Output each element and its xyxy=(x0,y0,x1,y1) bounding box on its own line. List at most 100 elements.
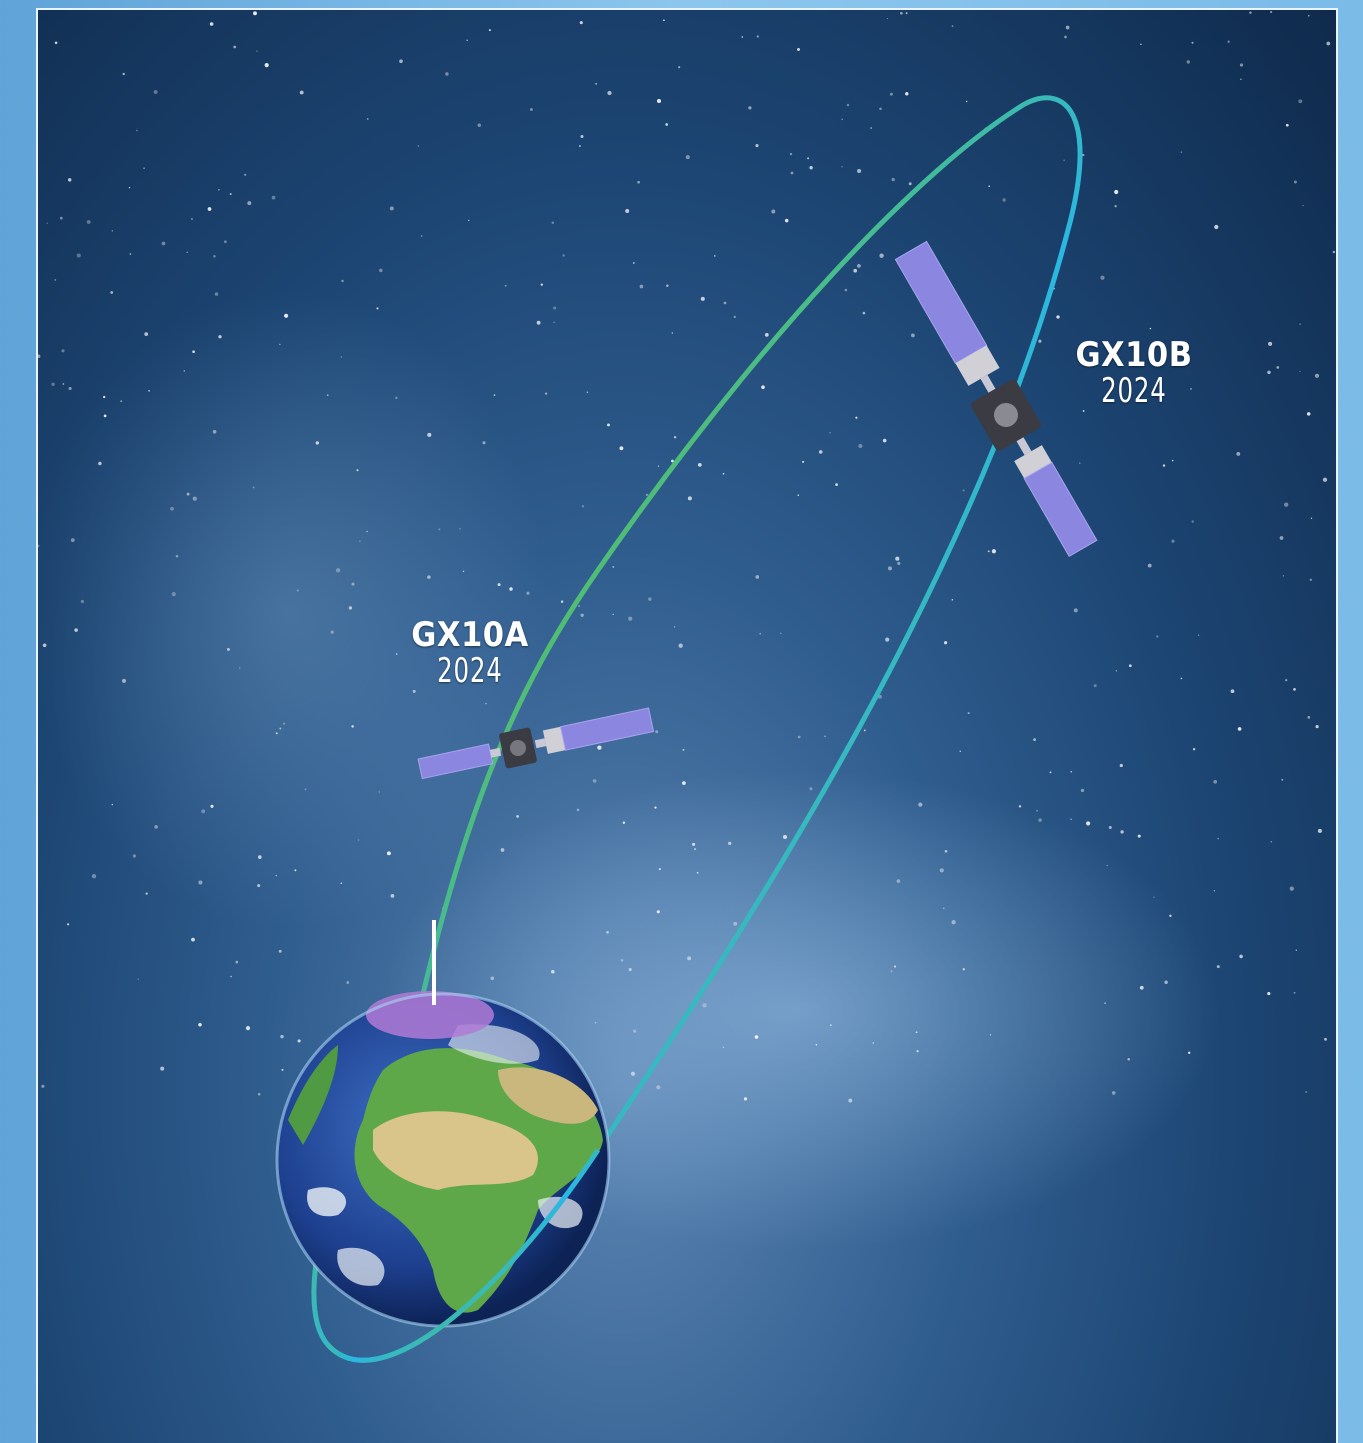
star xyxy=(1217,837,1220,840)
star xyxy=(879,253,884,258)
star xyxy=(38,544,40,548)
space-illustration: GX10A 2024 GX10B 2024 xyxy=(36,8,1338,1443)
star xyxy=(395,396,398,400)
star xyxy=(844,288,848,292)
star xyxy=(1332,250,1336,254)
star xyxy=(1308,14,1310,17)
star xyxy=(213,254,216,258)
star xyxy=(578,605,581,607)
star xyxy=(526,591,530,595)
star xyxy=(62,383,65,385)
star xyxy=(594,1021,597,1024)
launch-year: 2024 xyxy=(437,650,503,691)
star xyxy=(722,1046,725,1049)
star xyxy=(700,296,705,301)
star xyxy=(890,92,893,96)
star xyxy=(989,1034,992,1036)
star xyxy=(905,92,909,96)
satellite-gx10b xyxy=(894,240,1098,558)
star xyxy=(620,958,624,962)
star xyxy=(1106,864,1108,867)
star xyxy=(67,178,72,182)
star xyxy=(1314,373,1320,378)
star xyxy=(1309,578,1312,581)
star xyxy=(1282,575,1285,577)
star xyxy=(1153,896,1155,899)
star xyxy=(905,12,908,15)
star xyxy=(853,268,858,273)
star xyxy=(395,653,398,655)
star xyxy=(304,788,307,791)
star xyxy=(612,613,614,616)
star xyxy=(192,350,195,353)
star xyxy=(340,356,343,358)
star xyxy=(1216,965,1220,969)
star xyxy=(281,1068,284,1071)
star xyxy=(42,643,47,648)
star xyxy=(540,283,543,286)
star xyxy=(54,279,57,281)
star xyxy=(38,354,41,358)
nebula-glow xyxy=(38,290,548,930)
star xyxy=(879,107,882,111)
star xyxy=(886,17,889,20)
star xyxy=(1249,11,1252,14)
star xyxy=(633,1029,637,1033)
star xyxy=(1139,985,1144,990)
star xyxy=(198,1023,202,1027)
star xyxy=(1214,224,1219,230)
star xyxy=(128,186,131,189)
star xyxy=(771,209,776,214)
star xyxy=(1324,1037,1327,1041)
star xyxy=(628,616,633,621)
satellite-name: GX10A xyxy=(411,615,529,655)
star xyxy=(170,506,174,511)
star xyxy=(896,879,901,883)
star xyxy=(145,892,148,895)
star xyxy=(1197,634,1200,637)
star xyxy=(678,643,683,648)
star xyxy=(137,978,139,980)
star xyxy=(944,641,948,645)
star xyxy=(1120,830,1124,834)
star xyxy=(238,667,241,669)
star xyxy=(1268,341,1273,346)
star xyxy=(61,349,65,353)
star xyxy=(340,882,343,885)
star xyxy=(1049,771,1052,774)
star xyxy=(1285,678,1288,682)
star xyxy=(279,727,282,730)
star xyxy=(580,134,584,139)
star xyxy=(315,441,319,445)
star xyxy=(341,279,344,283)
star xyxy=(862,311,866,315)
star xyxy=(198,880,203,885)
star xyxy=(144,332,149,336)
star xyxy=(247,201,252,206)
star xyxy=(882,438,887,443)
star xyxy=(351,582,355,586)
star xyxy=(841,166,843,168)
star xyxy=(1230,689,1235,694)
star xyxy=(754,1035,759,1039)
star xyxy=(214,292,219,296)
star xyxy=(160,1066,165,1071)
star xyxy=(466,39,468,41)
orbit-path-front xyxy=(326,1148,601,1363)
star xyxy=(665,123,669,126)
star xyxy=(1119,763,1123,768)
star xyxy=(46,222,48,224)
star xyxy=(1293,991,1296,994)
star xyxy=(1299,323,1301,325)
star xyxy=(597,745,602,750)
star xyxy=(692,842,696,846)
star xyxy=(562,254,565,257)
star xyxy=(1065,25,1070,30)
star xyxy=(1137,834,1141,838)
star xyxy=(962,489,965,492)
star xyxy=(1002,198,1006,202)
star xyxy=(622,821,626,824)
star xyxy=(1114,205,1117,208)
star xyxy=(1147,563,1152,568)
star xyxy=(612,566,615,568)
